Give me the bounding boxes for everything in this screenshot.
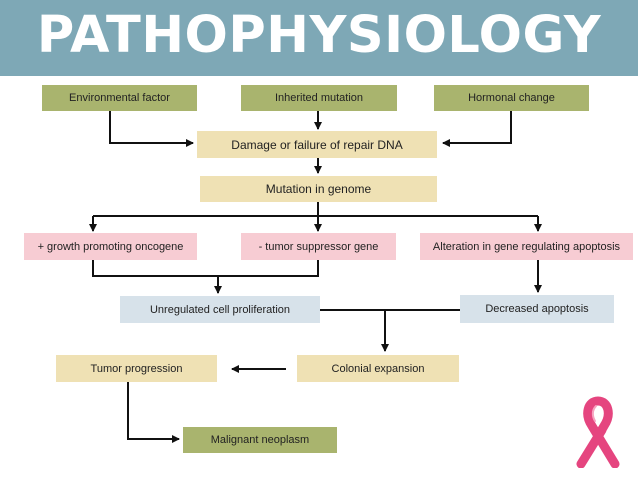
node-damage-repair-dna: Damage or failure of repair DNA xyxy=(197,131,437,158)
arrow-hormonal-to-damage xyxy=(442,111,512,147)
node-inherited-mutation: Inherited mutation xyxy=(241,85,397,111)
arrow-tumor-to-malignant xyxy=(127,382,180,443)
pink-awareness-ribbon-icon xyxy=(576,396,620,468)
node-tumor-suppressor-gene: - tumor suppressor gene xyxy=(241,233,396,260)
node-hormonal-change: Hormonal change xyxy=(434,85,589,111)
node-environmental-factor: Environmental factor xyxy=(42,85,197,111)
node-growth-promoting-oncogene: + growth promoting oncogene xyxy=(24,233,197,260)
node-colonial-expansion: Colonial expansion xyxy=(297,355,459,382)
node-unregulated-cell-proliferation: Unregulated cell proliferation xyxy=(120,296,320,323)
line-oncogene-down xyxy=(92,260,319,277)
page-title: PATHOPHYSIOLOGY xyxy=(36,6,602,65)
node-decreased-apoptosis: Decreased apoptosis xyxy=(460,295,614,323)
node-tumor-progression: Tumor progression xyxy=(56,355,217,382)
title-banner xyxy=(0,0,638,76)
arrow-environmental-to-damage xyxy=(109,111,194,147)
node-mutation-in-genome: Mutation in genome xyxy=(200,176,437,202)
node-alteration-gene-apoptosis: Alteration in gene regulating apoptosis xyxy=(420,233,633,260)
node-malignant-neoplasm: Malignant neoplasm xyxy=(183,427,337,453)
